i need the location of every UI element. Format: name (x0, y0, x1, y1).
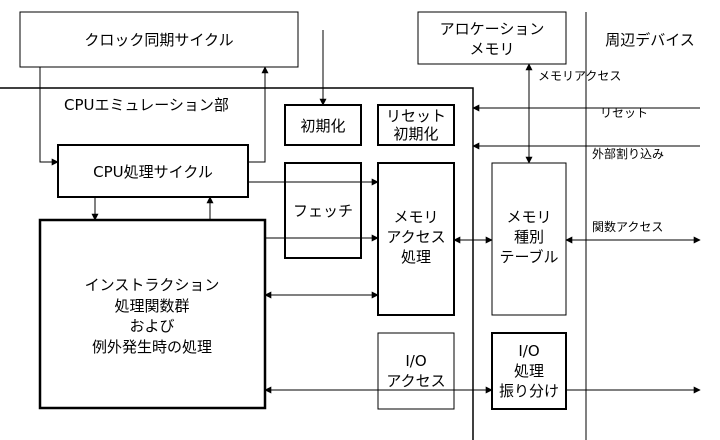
clock-cycle-box: クロック同期サイクル (19, 11, 299, 68)
function-access-signal-label: 関数アクセス (592, 219, 663, 234)
svg-text:処理関数群: 処理関数群 (114, 297, 189, 315)
external-interrupt-signal-label: 外部割り込み (592, 146, 664, 161)
memory-type-table-box: メモリ 種別 テーブル (491, 162, 567, 316)
cpu-emulation-section-label: CPUエミュレーション部 (64, 96, 229, 114)
svg-text:振り分け: 振り分け (499, 382, 559, 400)
svg-text:アロケーション: アロケーション (440, 20, 545, 38)
svg-text:初期化: 初期化 (393, 125, 438, 143)
memory-access-signal-label: メモリアクセス (538, 69, 621, 83)
svg-text:I/O: I/O (518, 342, 539, 360)
svg-text:メモリ: メモリ (393, 208, 438, 226)
instruction-handlers-box: インストラクション 処理関数群 および 例外発生時の処理 (38, 218, 267, 410)
memory-access-process-box: メモリ アクセス 処理 (377, 162, 455, 316)
svg-text:処理: 処理 (401, 248, 431, 266)
svg-text:I/O: I/O (405, 352, 426, 370)
svg-text:例外発生時の処理: 例外発生時の処理 (92, 338, 212, 356)
svg-text:リセット: リセット (386, 107, 446, 125)
svg-text:CPU処理サイクル: CPU処理サイクル (93, 163, 213, 181)
svg-text:処理: 処理 (514, 362, 544, 380)
svg-text:インストラクション: インストラクション (85, 276, 220, 294)
io-dispatch-box: I/O 処理 振り分け (491, 332, 567, 410)
svg-text:フェッチ: フェッチ (293, 202, 353, 220)
reset-initialize-box: リセット 初期化 (377, 104, 455, 146)
svg-text:初期化: 初期化 (300, 117, 345, 135)
region-boundaries (0, 12, 587, 440)
fetch-box: フェッチ (284, 162, 362, 259)
reset-signal-label: リセット (600, 106, 648, 120)
initialize-box: 初期化 (284, 104, 362, 146)
io-access-box: I/O アクセス (377, 332, 455, 410)
allocation-memory-box: アロケーション メモリ (417, 11, 567, 65)
svg-text:アクセス: アクセス (386, 372, 445, 390)
svg-text:テーブル: テーブル (499, 248, 558, 266)
svg-text:クロック同期サイクル: クロック同期サイクル (84, 31, 233, 49)
peripheral-devices-label: 周辺デバイス (605, 31, 695, 49)
cpu-cycle-box: CPU処理サイクル (57, 144, 249, 198)
svg-text:アクセス: アクセス (386, 228, 445, 246)
connector-arrows (39, 30, 701, 394)
svg-text:および: および (129, 317, 174, 335)
svg-text:メモリ: メモリ (506, 208, 551, 226)
svg-text:種別: 種別 (514, 228, 544, 246)
svg-text:メモリ: メモリ (469, 40, 514, 58)
